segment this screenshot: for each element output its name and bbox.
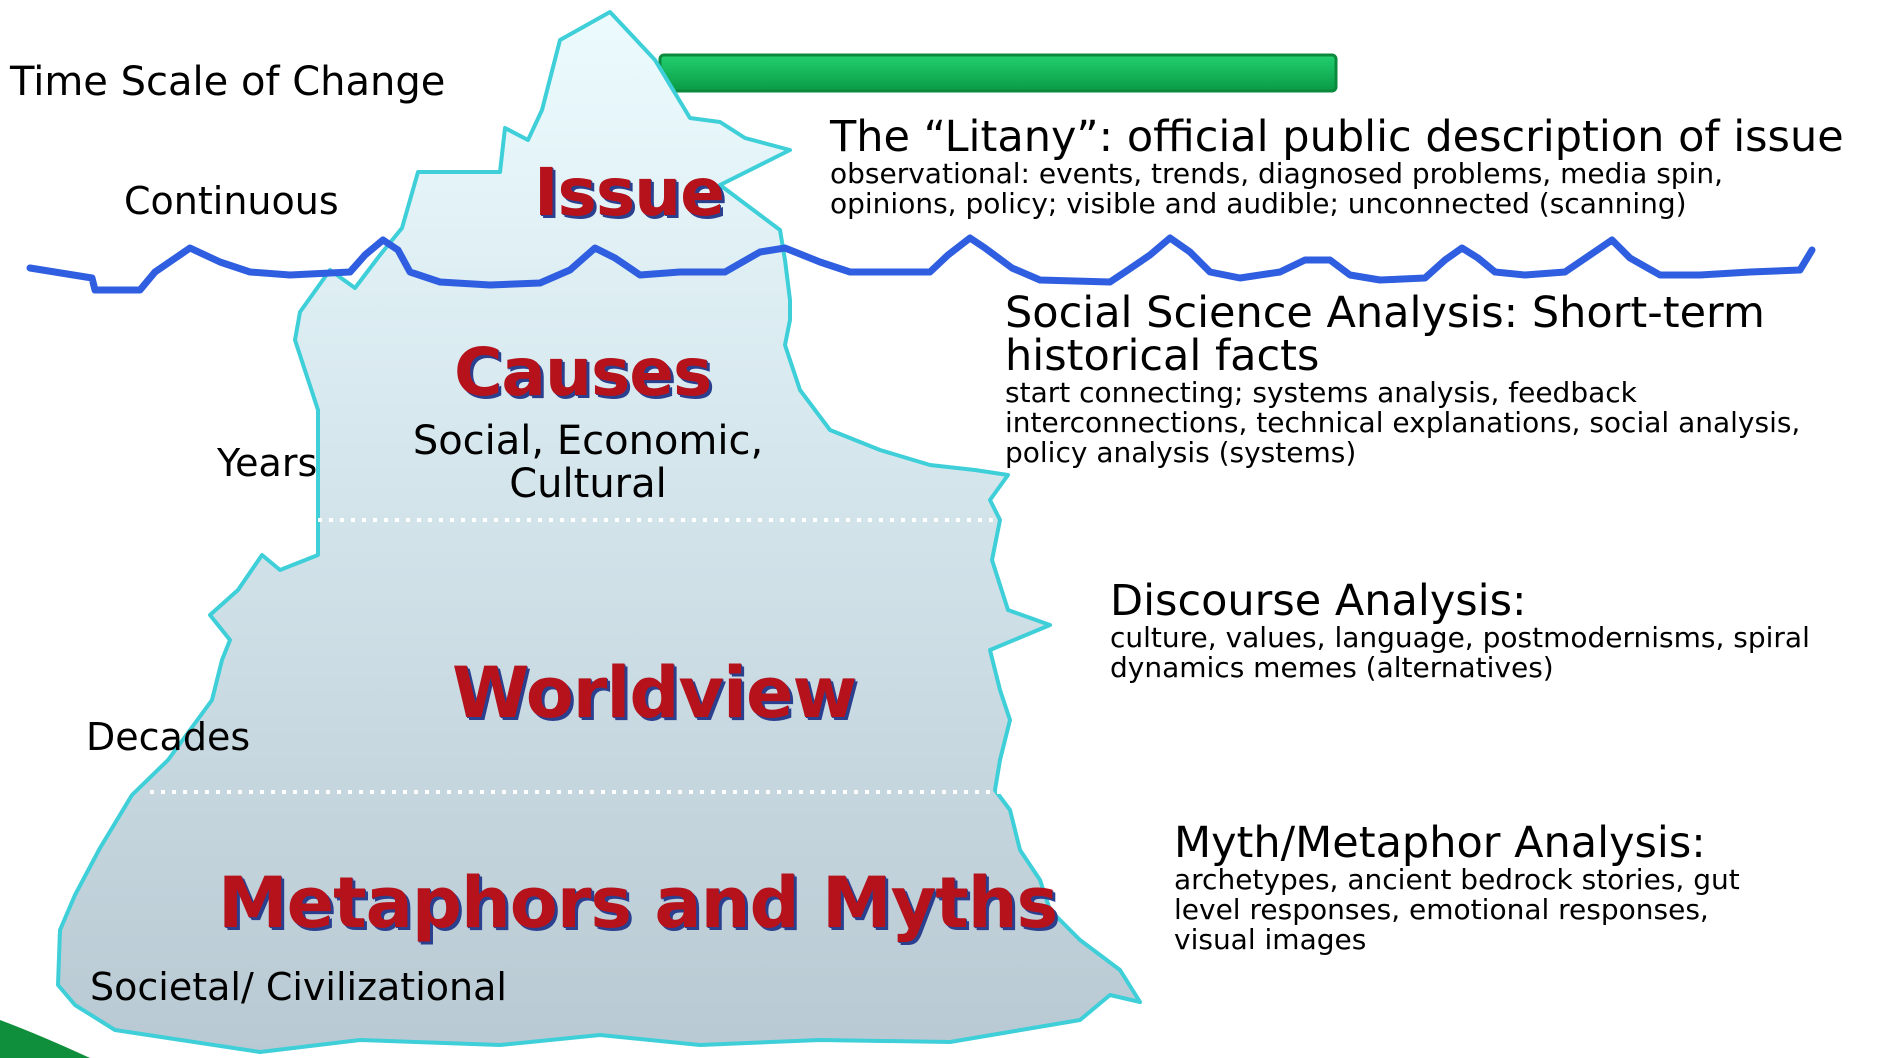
waterline <box>26 234 1816 294</box>
corner-swoosh <box>0 1020 90 1058</box>
layer-causes-label: Causes <box>454 334 712 411</box>
discourse-body: culture, values, language, postmodernism… <box>1110 621 1810 685</box>
litany-body: observational: events, trends, diagnosed… <box>830 157 1724 221</box>
social-science-block: Social Science Analysis: Short-term hist… <box>1005 292 1875 469</box>
time-scale-years: Years <box>217 441 318 485</box>
time-scale-societal: Societal/ Civilizational <box>90 965 507 1009</box>
social-science-heading: Social Science Analysis: Short-term hist… <box>1005 288 1765 381</box>
discourse-block: Discourse Analysis: culture, values, lan… <box>1110 580 1870 683</box>
time-scale-title: Time Scale of Change <box>10 59 446 105</box>
litany-block: The “Litany”: official public descriptio… <box>830 116 1870 219</box>
layer-myths-label: Metaphors and Myths <box>218 862 1058 944</box>
time-scale-decades: Decades <box>86 715 251 759</box>
discourse-heading: Discourse Analysis: <box>1110 576 1527 626</box>
litany-heading: The “Litany”: official public descriptio… <box>830 112 1844 162</box>
myth-body: archetypes, ancient bedrock stories, gut… <box>1174 863 1740 957</box>
myth-heading: Myth/Metaphor Analysis: <box>1174 818 1706 868</box>
social-science-body: start connecting; systems analysis, feed… <box>1005 376 1801 470</box>
timeline-bar <box>658 53 1338 93</box>
layer-worldview-label: Worldview <box>452 652 857 734</box>
layer-causes-subtitle: Social, Economic, Cultural <box>412 418 764 508</box>
layer-issue-label: Issue <box>534 154 725 231</box>
myth-block: Myth/Metaphor Analysis: archetypes, anci… <box>1174 822 1874 956</box>
time-scale-continuous: Continuous <box>124 179 339 223</box>
